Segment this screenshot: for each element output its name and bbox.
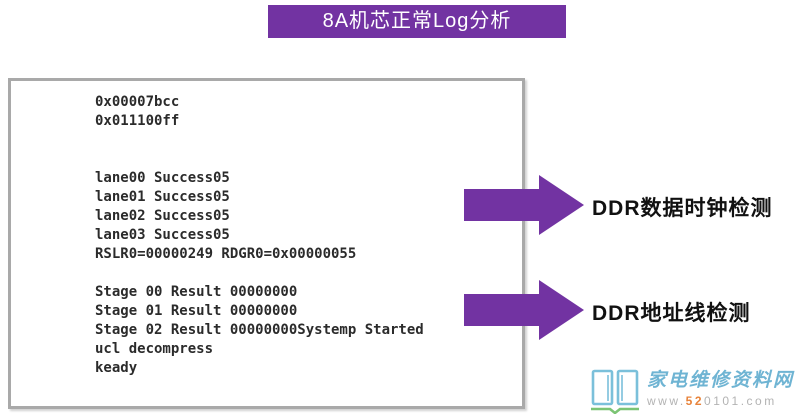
log-line: 0x011100ff — [95, 113, 180, 129]
url-mid: 0101 — [704, 394, 741, 408]
log-line: RSLR0=00000249 RDGR0=0x00000055 — [95, 246, 357, 262]
log-line: Stage 02 Result 00000000Systemp Started — [95, 322, 424, 338]
url-prefix: www. — [646, 394, 686, 408]
watermark-text: 家电维修资料网 www.520101.com — [647, 368, 794, 409]
annotation-ddr-address-line: DDR地址线检测 — [592, 302, 751, 325]
log-panel: 0x00007bcc 0x011100ff lane00 Success05 l… — [8, 78, 525, 409]
right-arrow-shape — [464, 280, 584, 340]
right-arrow-icon — [464, 175, 584, 235]
log-line: lane03 Success05 — [95, 227, 230, 243]
url-suffix: .com — [740, 394, 777, 408]
log-line: lane02 Success05 — [95, 208, 230, 224]
right-arrow-icon — [464, 280, 584, 340]
log-line: keady — [95, 360, 138, 376]
log-line: ucl decompress — [95, 341, 214, 357]
log-line — [95, 264, 424, 283]
log-line — [95, 150, 424, 169]
open-book-icon — [590, 369, 639, 414]
log-line: 0x00007bcc — [95, 94, 180, 110]
watermark: 家电维修资料网 www.520101.com — [590, 368, 794, 414]
watermark-site-name: 家电维修资料网 — [646, 370, 794, 391]
url-highlight: 52 — [685, 394, 705, 408]
log-line: lane00 Success05 — [95, 170, 230, 186]
log-text: 0x00007bcc 0x011100ff lane00 Success05 l… — [95, 93, 424, 378]
log-line: Stage 01 Result 00000000 — [95, 303, 298, 319]
page-title: 8A机芯正常Log分析 — [268, 5, 566, 38]
right-arrow-shape — [464, 175, 584, 235]
log-line — [95, 131, 424, 150]
log-line: Stage 00 Result 00000000 — [95, 284, 298, 300]
annotation-ddr-data-clock: DDR数据时钟检测 — [592, 197, 773, 220]
log-line: lane01 Success05 — [95, 189, 230, 205]
watermark-url: www.520101.com — [647, 394, 777, 409]
